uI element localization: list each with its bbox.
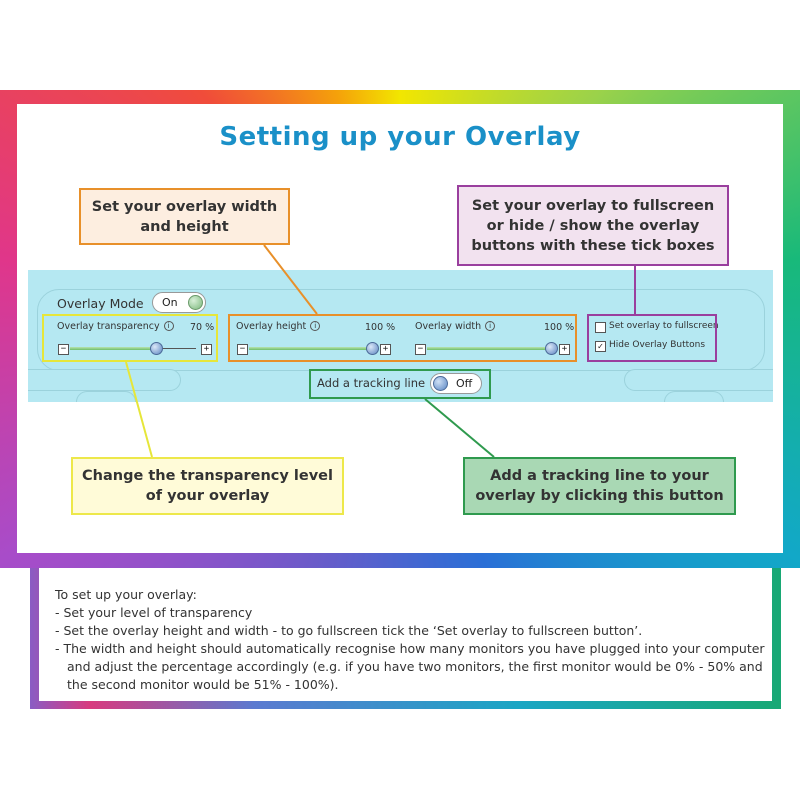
overlay-mode-label: Overlay Mode (57, 296, 144, 311)
instruction-item: - The width and height should automatica… (55, 641, 765, 692)
tracking-callout: Add a tracking line to your overlay by c… (463, 457, 736, 515)
size-callout: Set your overlay width and height (79, 188, 290, 245)
transparency-slider-track[interactable] (70, 347, 196, 350)
transparency-plus-button[interactable]: + (201, 344, 212, 355)
overlay-mode-state: On (162, 296, 178, 309)
transparency-callout: Change the transparency level of your ov… (71, 457, 344, 515)
height-plus-button[interactable]: + (380, 344, 391, 355)
width-slider-track[interactable] (427, 347, 553, 350)
panel-tab-bottom-left (76, 391, 136, 402)
panel-tab-bottom-right (664, 391, 724, 402)
instruction-item: - Set your level of transparency (55, 605, 253, 620)
panel-tab-left (28, 369, 181, 391)
transparency-slider-thumb[interactable] (150, 342, 164, 355)
width-value: 100 % (544, 322, 575, 333)
tracking-line-toggle[interactable]: Off (430, 373, 482, 394)
transparency-highlight (42, 314, 218, 362)
fullscreen-checkbox[interactable] (595, 322, 606, 333)
height-slider-thumb[interactable] (366, 342, 379, 355)
tracking-line-label: Add a tracking line (317, 376, 426, 390)
checkboxes-highlight (587, 314, 717, 362)
fullscreen-checkbox-label: Set overlay to fullscreen (609, 321, 719, 331)
hide-buttons-checkbox[interactable]: ✓ (595, 341, 606, 352)
height-minus-button[interactable]: − (237, 344, 248, 355)
toggle-knob (188, 295, 203, 310)
instruction-item: - Set the overlay height and width - to … (55, 623, 643, 638)
instructions-intro: To set up your overlay: (55, 587, 197, 602)
panel-tab-right (624, 369, 773, 391)
overlay-mode-toggle[interactable]: On (152, 292, 206, 313)
instructions: To set up your overlay: - Set your level… (55, 586, 775, 694)
info-icon[interactable]: i (485, 321, 496, 331)
hide-buttons-checkbox-label: Hide Overlay Buttons (609, 340, 706, 350)
tracking-line-highlight (309, 369, 491, 399)
width-slider-thumb[interactable] (545, 342, 558, 355)
info-icon[interactable]: i (310, 321, 321, 331)
transparency-minus-button[interactable]: − (58, 344, 69, 355)
toggle-knob (433, 376, 448, 391)
page-title: Setting up your Overlay (219, 122, 581, 152)
instructions-canvas (39, 568, 772, 701)
transparency-value: 70 % (190, 322, 215, 333)
fullscreen-callout: Set your overlay to fullscreen or hide /… (457, 185, 729, 266)
height-slider-track[interactable] (249, 347, 374, 350)
width-minus-button[interactable]: − (415, 344, 426, 355)
height-value: 100 % (365, 322, 396, 333)
width-plus-button[interactable]: + (559, 344, 570, 355)
info-icon[interactable]: i (163, 321, 174, 331)
size-sliders-highlight (228, 314, 577, 362)
tracking-line-state: Off (456, 377, 473, 390)
